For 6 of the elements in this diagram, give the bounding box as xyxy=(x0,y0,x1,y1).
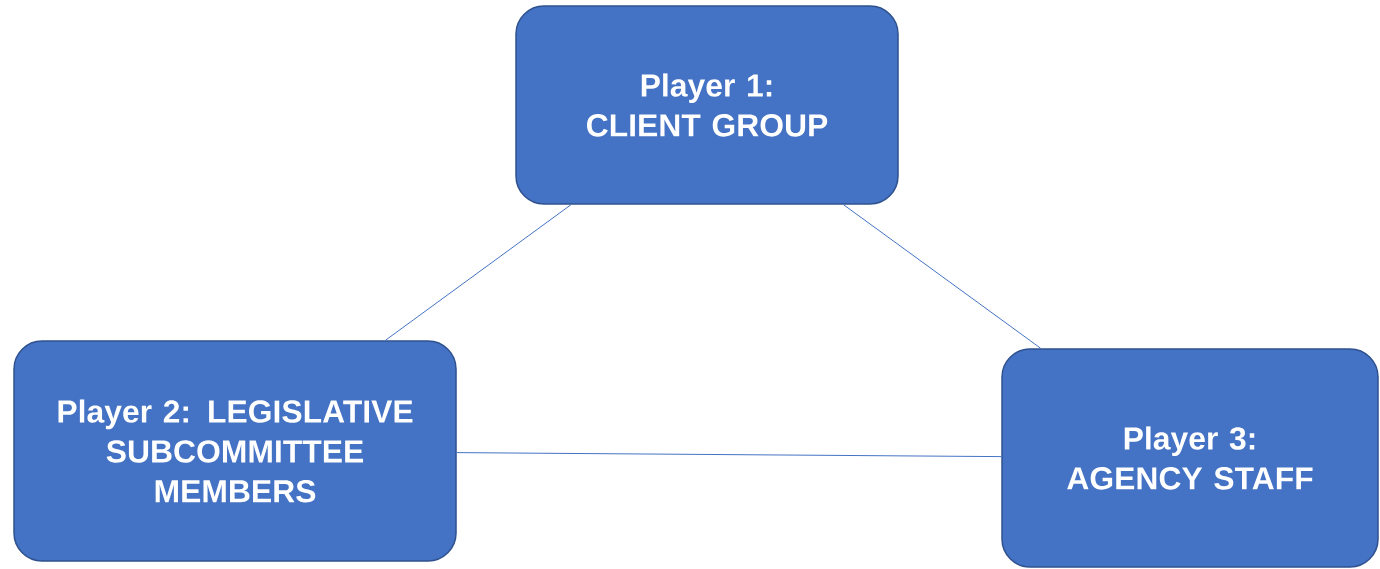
player-box: Player 1: CLIENT GROUP xyxy=(515,5,899,205)
connector-line xyxy=(843,204,1042,349)
player-box: Player 3: AGENCY STAFF xyxy=(1001,348,1379,568)
connector-line xyxy=(456,452,1002,458)
player-box: Player 2: LEGISLATIVE SUBCOMMITTEE MEMBERS xyxy=(13,340,457,562)
connector-line xyxy=(385,204,572,341)
